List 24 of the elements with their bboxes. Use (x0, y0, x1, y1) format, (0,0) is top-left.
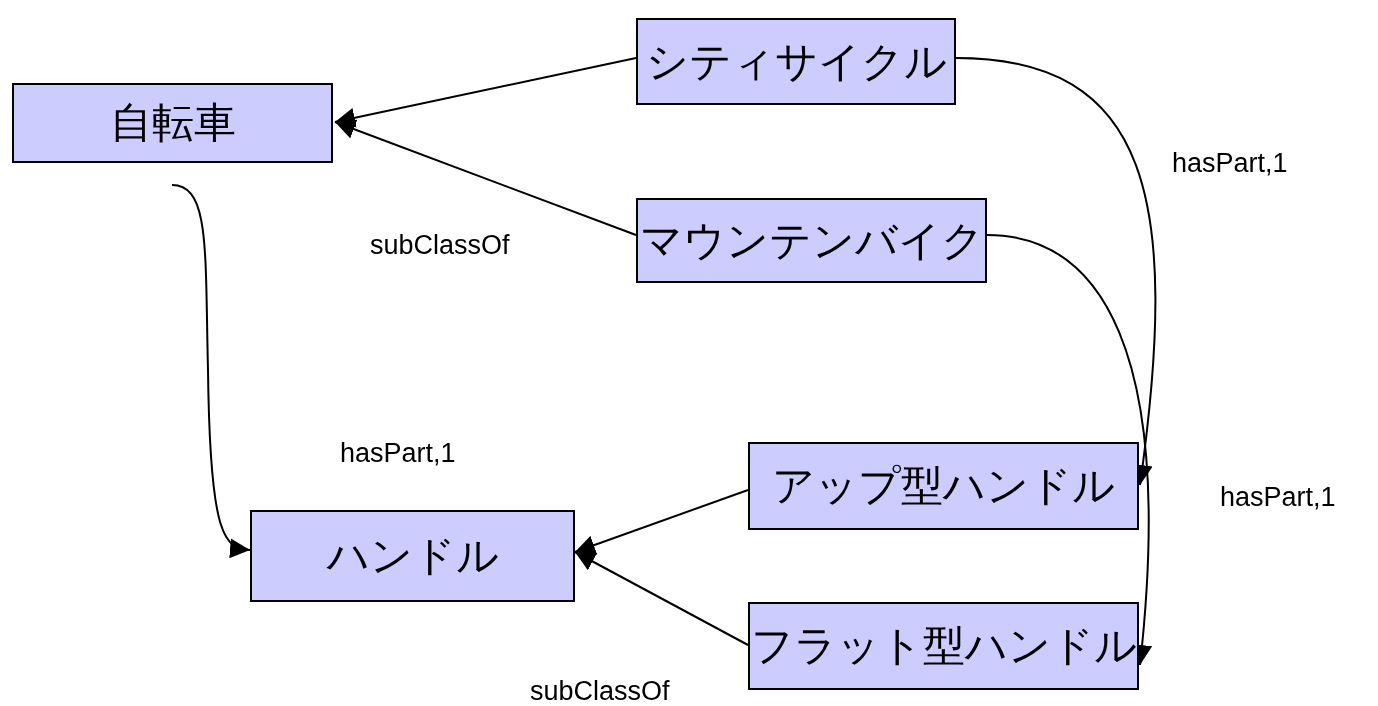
class-name: 自転車 (109, 97, 236, 149)
arrow (986, 234, 1152, 666)
arrow (334, 57, 637, 128)
class-box (636, 198, 987, 283)
relation-label: hasPart,1 (1172, 148, 1288, 179)
class-name: アップ型ハンドル (772, 460, 1115, 512)
arrow (171, 184, 251, 558)
class-box (12, 83, 333, 163)
class-name: ハンドル (326, 530, 499, 582)
class-name: マウンテンバイク (639, 214, 984, 267)
arrow (574, 551, 749, 646)
arrow (574, 489, 749, 555)
class-name: フラット型ハンドル (750, 620, 1137, 672)
arrow (955, 57, 1157, 486)
arrow (334, 119, 637, 236)
class-box (636, 18, 956, 105)
relation-label: hasPart,1 (340, 438, 456, 469)
class-box (748, 602, 1139, 690)
class-box (250, 510, 575, 602)
class-name: シティサイクル (645, 35, 947, 88)
relation-label: subClassOf (530, 676, 670, 706)
class-box (748, 442, 1139, 530)
relation-label: subClassOf (370, 230, 510, 261)
relation-label: hasPart,1 (1220, 482, 1336, 513)
